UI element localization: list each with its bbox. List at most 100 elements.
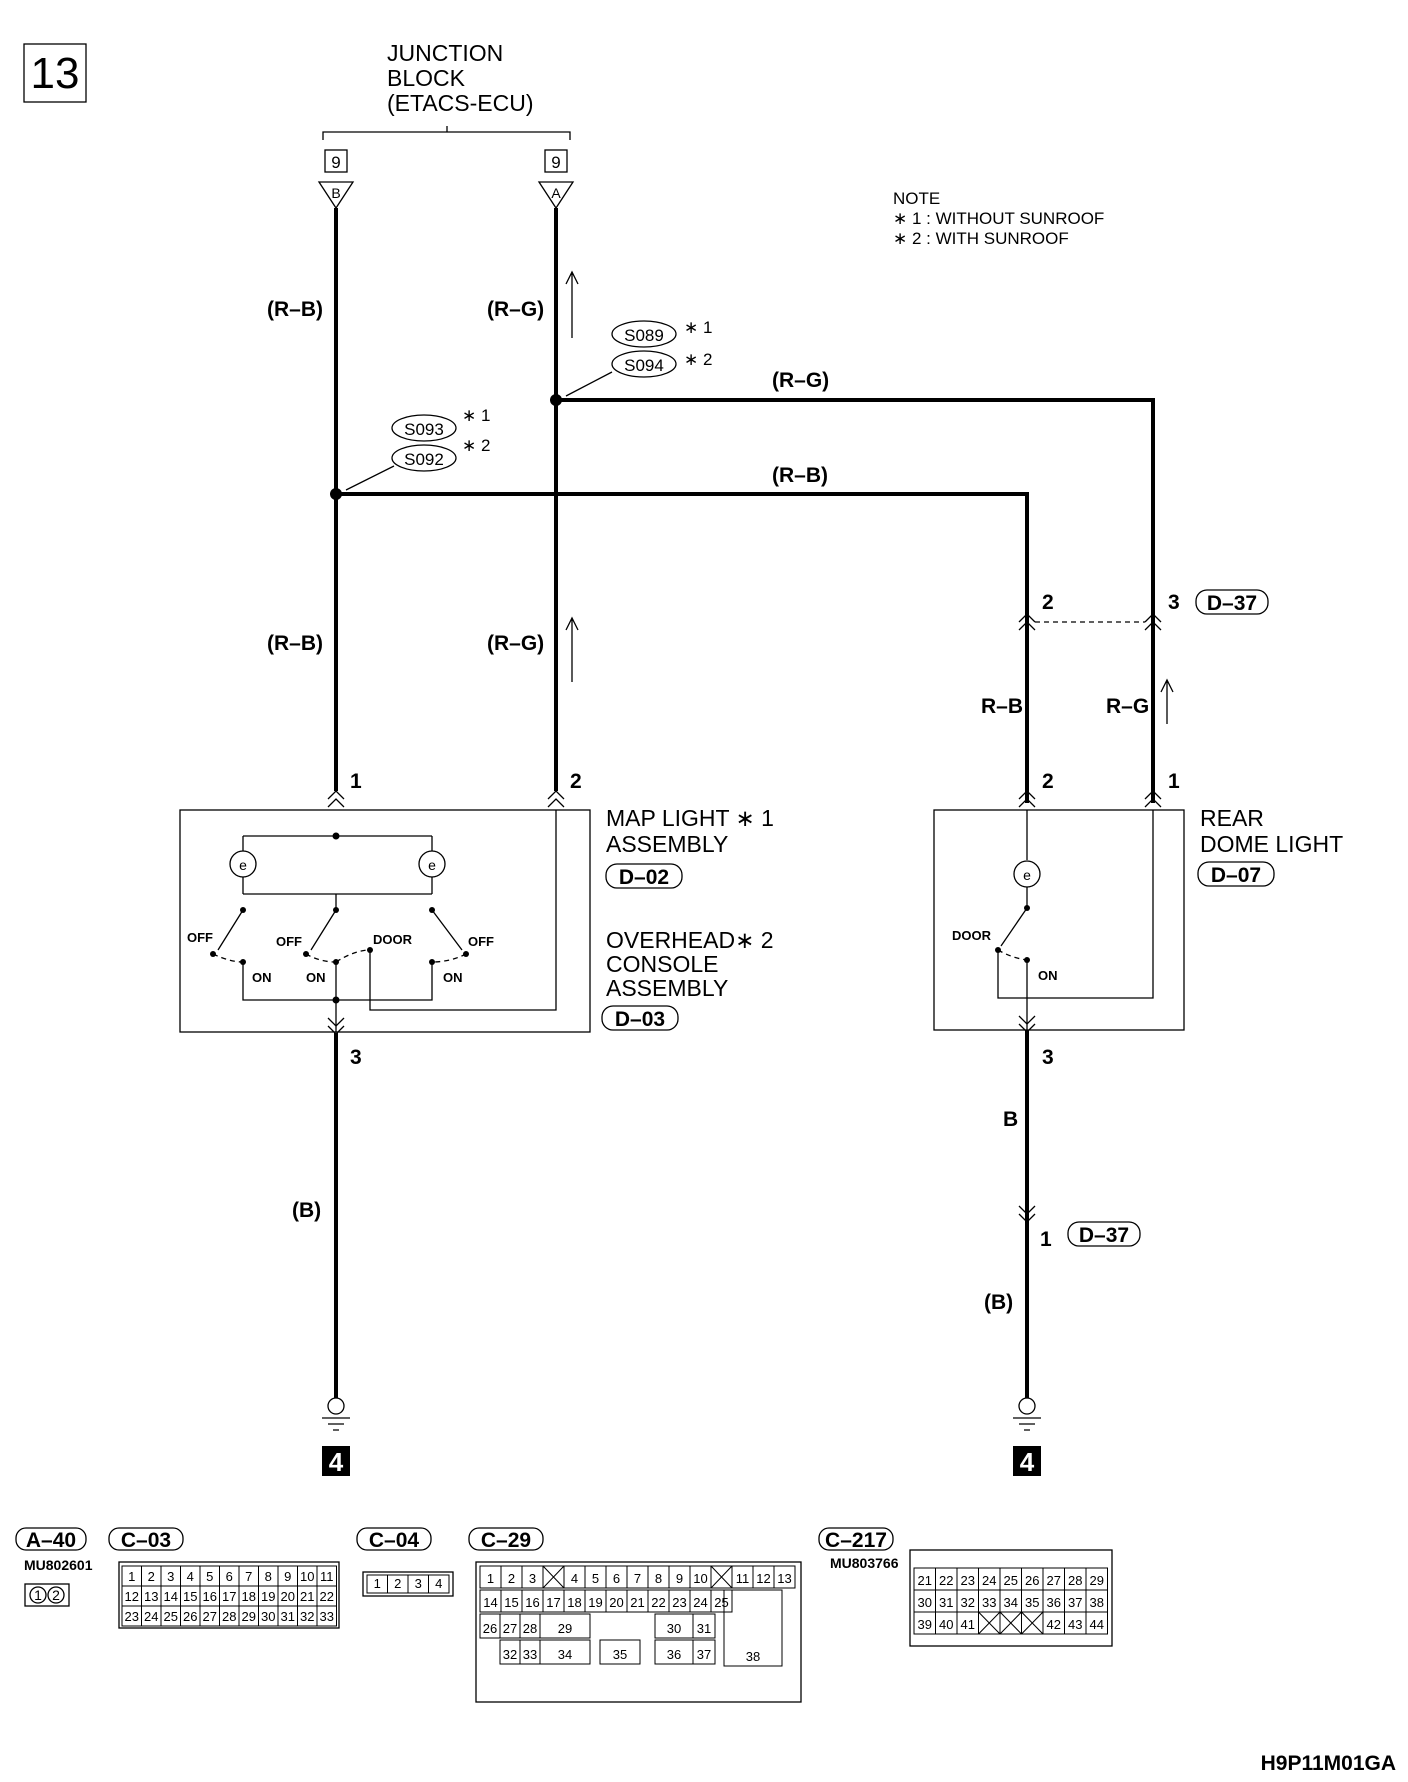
c03-pin: 33	[320, 1609, 334, 1624]
svg-text:(B): (B)	[292, 1199, 321, 1222]
c03-pin: 6	[226, 1569, 233, 1584]
c03-pin: 2	[148, 1569, 155, 1584]
svg-text:(R–B): (R–B)	[267, 298, 323, 321]
c29-pin: 7	[634, 1571, 641, 1586]
c29-pin: 17	[546, 1595, 560, 1610]
svg-text:(R–G): (R–G)	[772, 369, 829, 392]
svg-text:e: e	[1023, 867, 1031, 883]
c29-pin: 13	[777, 1571, 791, 1586]
svg-text:ASSEMBLY: ASSEMBLY	[606, 831, 728, 857]
svg-text:∗ 2: ∗ 2	[462, 436, 490, 455]
splice-labels-rb: S093 S092 ∗ 1 ∗ 2	[345, 406, 490, 491]
c29-pin: 11	[736, 1571, 750, 1586]
c29-pin: 10	[693, 1571, 707, 1586]
c04-pin: 2	[394, 1576, 401, 1591]
junction-terminal-a: 9 A	[537, 149, 575, 210]
c29-pin: 35	[613, 1647, 627, 1662]
svg-text:C–217: C–217	[825, 1529, 887, 1552]
svg-text:∗ 2: ∗ 2	[684, 350, 712, 369]
c03-pin: 18	[242, 1589, 256, 1604]
svg-text:OFF: OFF	[276, 934, 302, 949]
svg-text:R–G: R–G	[1106, 695, 1149, 718]
svg-text:MAP LIGHT ∗ 1: MAP LIGHT ∗ 1	[606, 805, 774, 831]
c29-pin: 36	[667, 1647, 681, 1662]
c03-pin: 31	[281, 1609, 295, 1624]
c03-pin: 25	[164, 1609, 178, 1624]
c217-pin: 35	[1025, 1595, 1039, 1610]
c217-pin: 36	[1047, 1595, 1061, 1610]
svg-text:∗ 2 : WITH SUNROOF: ∗ 2 : WITH SUNROOF	[893, 229, 1069, 248]
wire-rb-main	[334, 208, 1029, 803]
svg-text:(R–B): (R–B)	[267, 632, 323, 655]
svg-text:2: 2	[1042, 770, 1054, 793]
svg-text:OVERHEAD∗ 2: OVERHEAD∗ 2	[606, 927, 774, 953]
c217-pin: 37	[1068, 1595, 1082, 1610]
c29-pin: 14	[483, 1595, 497, 1610]
svg-text:ON: ON	[252, 970, 272, 985]
c217-pin: 26	[1025, 1573, 1039, 1588]
svg-text:MU803766: MU803766	[830, 1555, 899, 1571]
c03-pin: 10	[300, 1569, 314, 1584]
svg-text:(ETACS-ECU): (ETACS-ECU)	[387, 90, 534, 116]
svg-text:9: 9	[331, 153, 340, 172]
wire-rg-main	[554, 208, 1155, 803]
svg-text:ON: ON	[443, 970, 463, 985]
svg-text:A: A	[551, 185, 561, 201]
c03-pin: 17	[222, 1589, 236, 1604]
c217-pin: 44	[1090, 1617, 1104, 1632]
svg-text:(B): (B)	[984, 1291, 1013, 1314]
c217-pin: 39	[918, 1617, 932, 1632]
c29-pin: 15	[504, 1595, 518, 1610]
c03-pin: 14	[164, 1589, 178, 1604]
c29-pin: 5	[592, 1571, 599, 1586]
c29-pin: 4	[571, 1571, 578, 1586]
svg-text:B: B	[331, 185, 340, 201]
page-number: 13	[23, 43, 87, 103]
c29-cell	[773, 1565, 796, 1589]
current-arrows	[565, 270, 1174, 724]
c217-pin: 33	[982, 1595, 996, 1610]
svg-text:C–04: C–04	[369, 1529, 420, 1552]
c29-pin: 9	[676, 1571, 683, 1586]
c03-pin: 5	[206, 1569, 213, 1584]
c29-pin: 25	[714, 1595, 728, 1610]
c29-cell	[539, 1613, 591, 1639]
svg-text:D–03: D–03	[615, 1008, 665, 1031]
c217-pin: 24	[982, 1573, 996, 1588]
svg-text:DOME LIGHT: DOME LIGHT	[1200, 831, 1343, 857]
svg-text:OFF: OFF	[468, 934, 494, 949]
c03-pin: 28	[222, 1609, 236, 1624]
c03-pin: 21	[300, 1589, 314, 1604]
svg-text:S094: S094	[624, 356, 664, 375]
c217-pin: 40	[939, 1617, 953, 1632]
svg-text:D–02: D–02	[619, 866, 669, 889]
svg-text:JUNCTION: JUNCTION	[387, 40, 503, 66]
c04-cell	[428, 1574, 450, 1594]
c03-pin: 12	[125, 1589, 139, 1604]
c04-pin: 4	[435, 1576, 442, 1591]
diagram-code: H9P11M01GA	[1261, 1752, 1396, 1775]
svg-text:9: 9	[551, 153, 560, 172]
splice-labels-rg: S089 S094 ∗ 1 ∗ 2	[565, 318, 712, 397]
c217-pin: 34	[1004, 1595, 1018, 1610]
c217-pin: 21	[918, 1573, 932, 1588]
c03-pin: 8	[265, 1569, 272, 1584]
svg-text:2: 2	[1042, 591, 1054, 614]
c29-pin: 37	[697, 1647, 711, 1662]
svg-text:∗ 1: ∗ 1	[684, 318, 712, 337]
c29-pin: 21	[630, 1595, 644, 1610]
svg-text:13: 13	[31, 49, 80, 98]
svg-text:e: e	[239, 857, 247, 873]
c217-pin: 42	[1047, 1617, 1061, 1632]
c03-pin: 15	[183, 1589, 197, 1604]
svg-text:C–29: C–29	[481, 1529, 531, 1552]
wire-labels: (R–B) (R–G) (R–G) (R–B) (R–B) (R–G) R–B …	[267, 298, 1149, 1314]
c03-pin: 16	[203, 1589, 217, 1604]
svg-text:3: 3	[1042, 1046, 1054, 1069]
c217-pin: 23	[961, 1573, 975, 1588]
c03-pin: 32	[300, 1609, 314, 1624]
connector-d37-upper: 2 3 D–37	[1018, 589, 1269, 631]
c03-pin: 24	[144, 1609, 158, 1624]
svg-text:OFF: OFF	[187, 930, 213, 945]
